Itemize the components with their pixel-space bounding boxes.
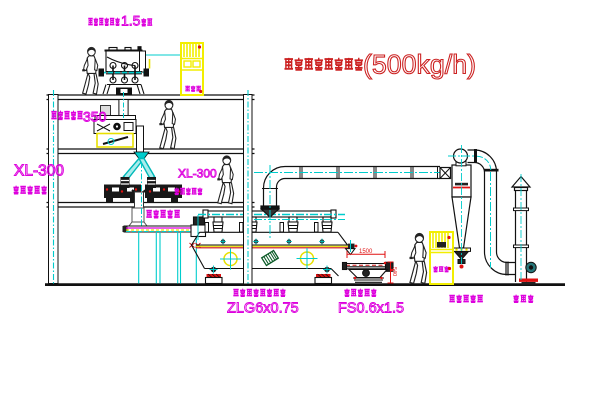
svg-text:FS0.6x1.5: FS0.6x1.5 [338,301,404,317]
svg-text:(500kg/h): (500kg/h) [363,50,476,80]
svg-text:350: 350 [83,109,107,125]
svg-text:1.5: 1.5 [121,13,141,29]
svg-text:1500: 1500 [359,249,373,255]
svg-text:XL-300: XL-300 [178,167,217,181]
svg-text:ZLG6x0.75: ZLG6x0.75 [227,301,299,317]
svg-text:540: 540 [391,267,397,276]
svg-text:XL-300: XL-300 [14,163,64,180]
